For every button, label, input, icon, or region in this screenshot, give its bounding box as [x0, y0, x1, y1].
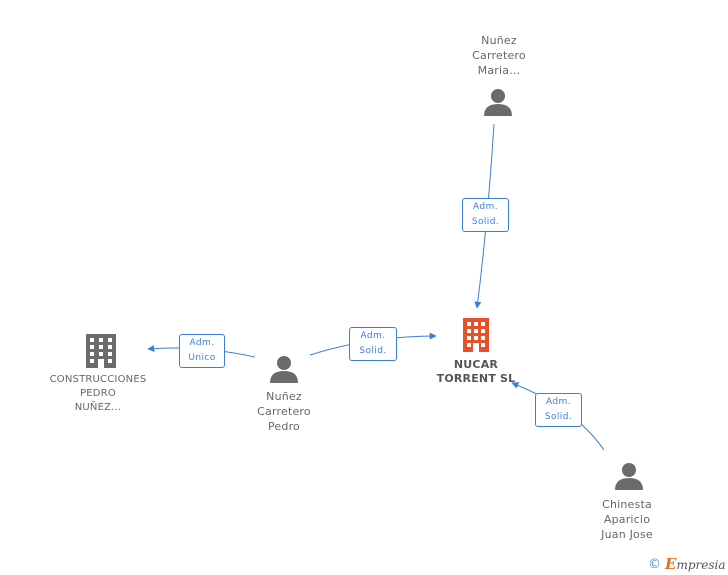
edge-label-line: Adm. [546, 397, 571, 407]
label-line: NUÑEZ... [74, 402, 122, 413]
edge-label-chinesta-to-nucar[interactable]: Adm. Solid. [535, 393, 582, 427]
label-line: TORRENT SL [436, 372, 516, 385]
edge-label-line: Solid. [544, 412, 573, 422]
label-line: Maria... [477, 64, 521, 77]
node-label-nunez-carretero-pedro[interactable]: Nuñez Carretero Pedro [239, 389, 329, 434]
label-line: CONSTRUCCIONES [49, 374, 147, 385]
brand-initial: E [665, 555, 677, 573]
label-line: Chinesta [602, 498, 652, 511]
label-line: NUCAR [453, 358, 499, 371]
node-label-chinesta-aparicio-juan-jose[interactable]: Chinesta Aparicio Juan Jose [582, 497, 672, 542]
edge-label-line: Solid. [359, 346, 387, 356]
brand-name: mpresia [676, 558, 726, 572]
building-icon[interactable] [86, 334, 116, 368]
node-label-construcciones-pedro-nunez[interactable]: CONSTRUCCIONES PEDRO NUÑEZ... [38, 373, 158, 415]
label-line: Nuñez [266, 390, 302, 403]
brand-logo[interactable]: Empresia [665, 555, 726, 573]
edge-label-pedro-to-construcciones[interactable]: Adm. Unico [179, 334, 225, 368]
person-icon[interactable] [484, 89, 512, 116]
edge-label-line: Adm. [189, 338, 215, 348]
node-label-nucar-torrent[interactable]: NUCAR TORRENT SL [420, 358, 532, 386]
label-line: Pedro [267, 420, 300, 433]
label-line: Carretero [472, 49, 526, 62]
label-line: Carretero [257, 405, 311, 418]
edge-label-line: Adm. [473, 202, 498, 212]
edge-label-maria-to-nucar[interactable]: Adm. Solid. [462, 198, 509, 232]
footer-brand: © Empresia [648, 554, 726, 574]
label-line: Aparicio [603, 513, 651, 526]
edge-label-pedro-to-nucar[interactable]: Adm. Solid. [349, 327, 397, 361]
edge-label-line: Unico [188, 353, 216, 363]
node-label-nunez-carretero-maria[interactable]: Nuñez Carretero Maria... [454, 33, 544, 78]
label-line: Nuñez [481, 34, 517, 47]
label-line: Juan Jose [601, 528, 653, 541]
edge-label-line: Solid. [471, 217, 500, 227]
person-icon[interactable] [270, 356, 298, 383]
main-company-building-icon[interactable] [463, 318, 489, 352]
edge-label-line: Adm. [360, 331, 386, 341]
copyright-symbol: © [648, 556, 661, 572]
person-icon[interactable] [615, 463, 643, 490]
label-line: PEDRO [80, 388, 116, 399]
